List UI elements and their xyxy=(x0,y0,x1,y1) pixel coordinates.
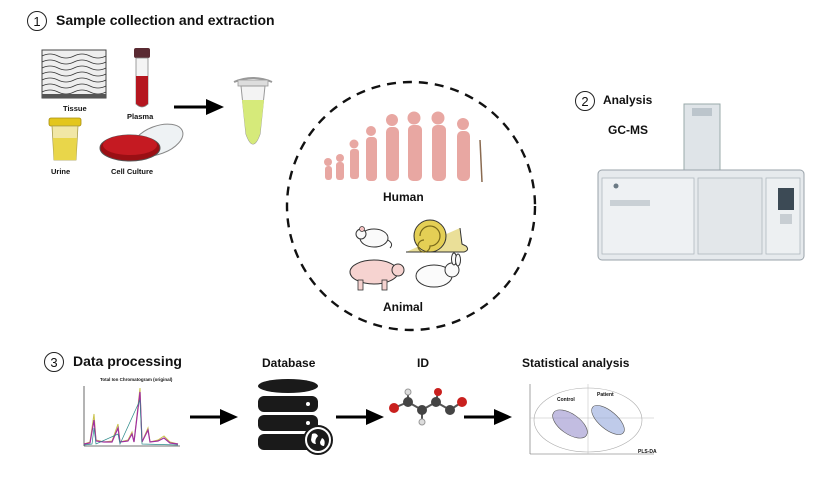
step-1-badge: 1 xyxy=(27,11,47,31)
arrow-to-database xyxy=(190,409,238,425)
mouse-icon xyxy=(355,226,393,249)
cell-culture-dish-icon xyxy=(99,123,184,162)
id-label: ID xyxy=(417,356,429,370)
plasma-label: Plasma xyxy=(127,112,154,121)
tissue-icon xyxy=(41,49,107,99)
animal-label: Animal xyxy=(383,300,424,314)
chromatogram-title: Total Ion Chromatogram (original) xyxy=(100,377,173,382)
plsda-method-label: PLS-DA xyxy=(638,449,657,455)
gcms-instrument-icon xyxy=(597,103,805,261)
human-label: Human xyxy=(383,190,424,204)
cell-culture-label: Cell Culture xyxy=(111,167,154,176)
plsda-control-label: Control xyxy=(557,397,575,403)
plasma-tube-icon xyxy=(134,48,150,108)
snail-icon xyxy=(406,219,469,253)
arrow-to-stats xyxy=(464,409,512,425)
chromatogram-plot xyxy=(83,386,180,447)
urine-cup-icon xyxy=(48,117,82,161)
step-2-title: Analysis xyxy=(603,93,653,107)
database-icon xyxy=(258,379,333,455)
tissue-label: Tissue xyxy=(63,104,87,113)
human-growth-figures-icon xyxy=(324,111,483,183)
gcms-label: GC-MS xyxy=(608,123,648,137)
molecule-icon xyxy=(389,388,467,426)
pig-icon xyxy=(349,259,405,291)
extract-tube-icon xyxy=(233,77,273,145)
database-label: Database xyxy=(262,356,316,370)
step-2-badge: 2 xyxy=(575,91,595,111)
step-3-badge: 3 xyxy=(44,352,64,372)
plsda-plot xyxy=(529,384,654,455)
organism-dashed-circle xyxy=(285,80,537,332)
arrow-to-extract xyxy=(174,99,224,115)
rabbit-icon xyxy=(415,252,461,288)
arrow-to-id xyxy=(336,409,384,425)
stats-label: Statistical analysis xyxy=(522,356,630,370)
plsda-patient-label: Patient xyxy=(597,392,614,398)
step-1-title: Sample collection and extraction xyxy=(56,12,275,28)
urine-label: Urine xyxy=(51,167,71,176)
step-3-title: Data processing xyxy=(73,353,182,369)
